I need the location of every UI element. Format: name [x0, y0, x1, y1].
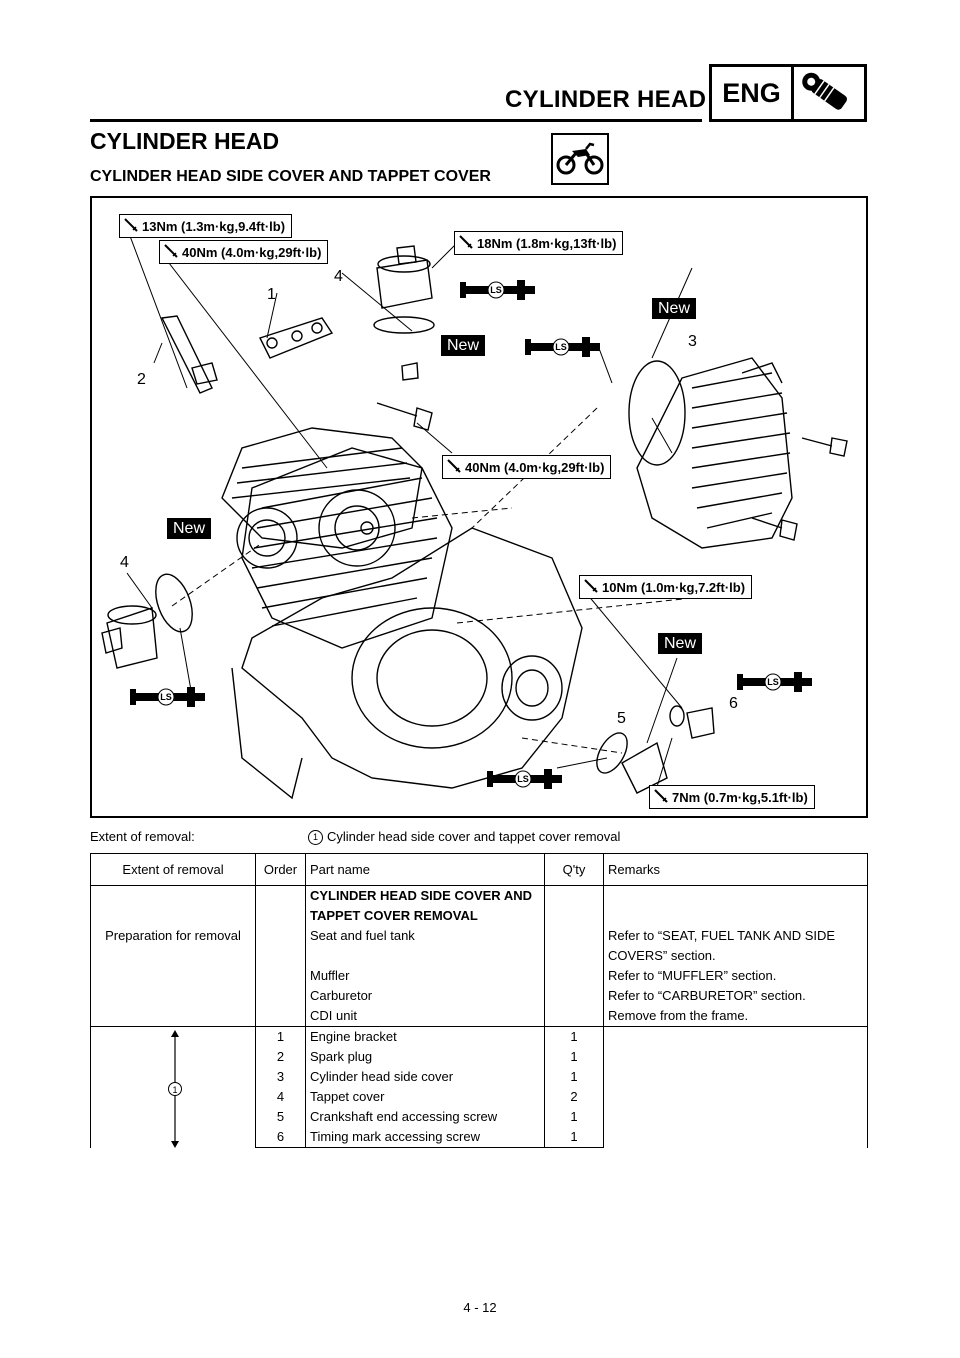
- part-name: Seat and fuel tank: [305, 926, 545, 966]
- torque-value: 10Nm (1.0m·kg,7.2ft·lb): [602, 579, 746, 595]
- callout-number: 1: [267, 286, 276, 303]
- quantity: 1: [544, 1107, 604, 1127]
- subsection-title: CYLINDER HEAD SIDE COVER AND TAPPET COVE…: [90, 168, 491, 185]
- lube-tag: LS: [767, 677, 779, 687]
- table-row: 3 Cylinder head side cover 1: [91, 1067, 868, 1087]
- quantity: 2: [544, 1087, 604, 1107]
- torque-label: 13Nm (1.3m·kg,9.4ft·lb): [119, 214, 293, 238]
- callout-number: 4: [334, 268, 343, 285]
- torque-wrench-icon: [164, 244, 178, 258]
- lube-tag: LS: [555, 342, 567, 352]
- order-number: 4: [255, 1087, 306, 1107]
- torque-wrench-icon: [447, 459, 461, 473]
- order-number: 3: [255, 1067, 306, 1087]
- part-name: Timing mark accessing screw: [305, 1127, 545, 1148]
- range-marker: 1: [172, 1085, 178, 1095]
- table-header-row: Extent of removal Order Part name Q'ty R…: [90, 853, 868, 886]
- table-row: Carburetor Refer to “CARBURETOR” section…: [90, 986, 868, 1006]
- new-part-tag: New: [441, 335, 486, 356]
- torque-label: 40Nm (4.0m·kg,29ft·lb): [159, 240, 329, 264]
- part-name: CDI unit: [305, 1006, 545, 1027]
- table-row: CDI unit Remove from the frame.: [90, 1006, 868, 1027]
- part-name: Muffler: [305, 966, 545, 986]
- exploded-diagram: LS LS LS LS LS 13Nm (1.3m·kg,9.4ft·lb) 4…: [90, 196, 868, 818]
- column-header: Order: [255, 853, 306, 886]
- new-part-tag: New: [658, 633, 703, 654]
- torque-value: 7Nm (0.7m·kg,5.1ft·lb): [672, 789, 808, 805]
- order-number: 6: [255, 1127, 306, 1148]
- remarks: Remove from the frame.: [603, 1006, 868, 1027]
- removal-table: Extent of removal Order Part name Q'ty R…: [90, 853, 868, 1148]
- engine-wrench-icon: [794, 67, 864, 119]
- lube-tag: LS: [160, 692, 172, 702]
- lube-tag: LS: [490, 285, 502, 295]
- extent-item: 1 Cylinder head side cover and tappet cov…: [308, 829, 621, 846]
- torque-label: 40Nm (4.0m·kg,29ft·lb): [442, 455, 612, 479]
- quantity: 1: [544, 1067, 604, 1087]
- page-number: 4 - 12: [463, 1300, 497, 1315]
- extent-label: Extent of removal:: [90, 829, 195, 844]
- torque-wrench-icon: [459, 235, 473, 249]
- callout-number: 5: [617, 710, 626, 727]
- column-header: Remarks: [603, 853, 868, 886]
- order-number: 1: [255, 1026, 306, 1047]
- quantity: 1: [544, 1026, 604, 1047]
- torque-label: 18Nm (1.8m·kg,13ft·lb): [454, 231, 624, 255]
- torque-wrench-icon: [124, 218, 138, 232]
- header-rule: [90, 119, 702, 122]
- callout-number: 4: [120, 554, 129, 571]
- extent-cell: Preparation for removal: [90, 926, 256, 966]
- table-row: 4 Tappet cover 2: [91, 1087, 868, 1107]
- torque-wrench-icon: [654, 789, 668, 803]
- part-name: Carburetor: [305, 986, 545, 1006]
- table-row: 5 Crankshaft end accessing screw 1: [91, 1107, 868, 1127]
- lube-tag: LS: [517, 774, 529, 784]
- part-name: Crankshaft end accessing screw: [305, 1107, 545, 1127]
- callout-number: 6: [729, 695, 738, 712]
- table-row: 6 Timing mark accessing screw 1: [91, 1127, 868, 1148]
- torque-value: 40Nm (4.0m·kg,29ft·lb): [182, 244, 322, 260]
- section-badge: ENG: [709, 64, 867, 122]
- torque-value: 18Nm (1.8m·kg,13ft·lb): [477, 235, 617, 251]
- torque-value: 40Nm (4.0m·kg,29ft·lb): [465, 459, 605, 475]
- order-number: 5: [255, 1107, 306, 1127]
- extent-marker: 1: [308, 830, 323, 846]
- part-name: Tappet cover: [305, 1087, 545, 1107]
- quantity: 1: [544, 1047, 604, 1067]
- motorcycle-icon: [551, 133, 609, 185]
- callout-number: 2: [137, 371, 146, 388]
- column-header: Part name: [305, 853, 545, 886]
- engine-illustration: LS LS LS LS LS: [101, 227, 848, 804]
- range-arrow-icon: [168, 1030, 182, 1148]
- callout-number: 3: [688, 333, 697, 350]
- torque-wrench-icon: [584, 579, 598, 593]
- procedure-heading: CYLINDER HEAD SIDE COVER AND TAPPET COVE…: [305, 885, 545, 926]
- quantity: 1: [544, 1127, 604, 1148]
- order-number: 2: [255, 1047, 306, 1067]
- remarks: Refer to “CARBURETOR” section.: [603, 986, 868, 1006]
- torque-value: 13Nm (1.3m·kg,9.4ft·lb): [142, 218, 286, 234]
- part-name: Engine bracket: [305, 1026, 545, 1047]
- column-header: Extent of removal: [90, 853, 256, 886]
- section-badge-label: ENG: [712, 67, 794, 119]
- extent-item-text: Cylinder head side cover and tappet cove…: [327, 829, 621, 844]
- table-row: Preparation for removal Seat and fuel ta…: [90, 926, 868, 966]
- torque-label: 10Nm (1.0m·kg,7.2ft·lb): [579, 575, 753, 599]
- step-range-cell: 1: [90, 1026, 256, 1148]
- remarks: Refer to “SEAT, FUEL TANK AND SIDE COVER…: [603, 926, 868, 966]
- new-part-tag: New: [652, 298, 697, 319]
- header-title: CYLINDER HEAD: [505, 86, 707, 113]
- table-row: 1 1 Engine bracket 1: [90, 1026, 868, 1148]
- table-row: 2 Spark plug 1: [91, 1047, 868, 1067]
- table-row: CYLINDER HEAD SIDE COVER AND TAPPET COVE…: [90, 885, 868, 926]
- table-row: Muffler Refer to “MUFFLER” section.: [90, 966, 868, 986]
- section-title: CYLINDER HEAD: [90, 128, 280, 154]
- part-name: Spark plug: [305, 1047, 545, 1067]
- new-part-tag: New: [167, 518, 212, 539]
- torque-label: 7Nm (0.7m·kg,5.1ft·lb): [649, 785, 815, 809]
- part-name: Cylinder head side cover: [305, 1067, 545, 1087]
- remarks: Refer to “MUFFLER” section.: [603, 966, 868, 986]
- column-header: Q'ty: [544, 853, 604, 886]
